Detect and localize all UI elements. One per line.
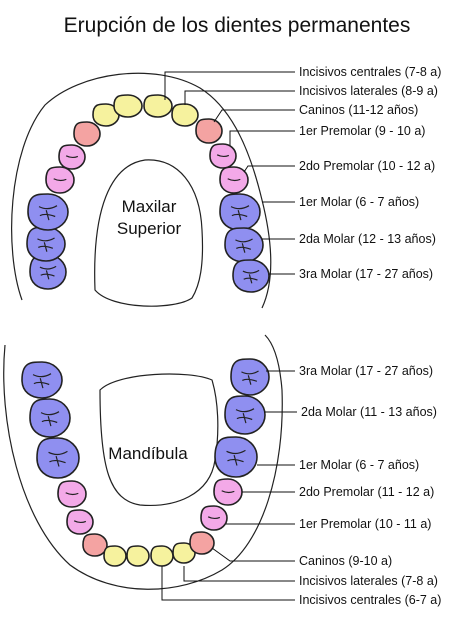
lower-right-second-molar <box>224 395 266 435</box>
lower-label-second-molar: 2da Molar (11 - 13 años) <box>301 405 437 419</box>
lower-label-central-incisors: Incisivos centrales (6-7 a) <box>299 593 441 607</box>
upper-label-second-molar: 2da Molar (12 - 13 años) <box>299 232 436 246</box>
upper-right-lateral-incisor <box>171 103 199 127</box>
leader-upper-central-incisors <box>164 71 295 100</box>
upper-label-first-molar: 1er Molar (6 - 7 años) <box>299 195 419 209</box>
upper-right-canine <box>195 118 223 144</box>
lower-left-second-premolar <box>57 480 87 508</box>
page-title: Erupción de los dientes permanentes <box>63 14 411 37</box>
lower-label-second-premolar: 2do Premolar (11 - 12 a) <box>299 485 434 499</box>
leader-lines <box>161 71 297 601</box>
upper-gum-outline <box>11 72 272 309</box>
upper-label-first-premolar: 1er Premolar (9 - 10 a) <box>299 124 425 138</box>
upper-right-third-molar <box>232 259 270 293</box>
lower-right-third-molar <box>230 358 270 396</box>
upper-label-third-molar: 3ra Molar (17 - 27 años) <box>299 267 433 281</box>
upper-left-second-premolar <box>45 166 75 194</box>
upper-left-first-premolar <box>58 144 86 170</box>
upper-label-central-incisors: Incisivos centrales (7-8 a) <box>299 65 441 79</box>
upper-left-second-molar <box>26 226 66 262</box>
upper-left-canine <box>73 121 101 147</box>
upper-right-central-incisor <box>143 94 173 118</box>
lower-left-central-incisor <box>126 545 150 567</box>
lower-left-canine <box>82 533 108 557</box>
upper-palate-outline <box>94 159 204 307</box>
leader-upper-canines <box>213 109 295 123</box>
upper-left-first-molar <box>27 193 69 231</box>
upper-teeth <box>26 94 270 293</box>
lower-right-canine <box>189 531 215 555</box>
lower-teeth <box>21 358 270 567</box>
upper-left-central-incisor <box>113 94 143 118</box>
lower-label-first-premolar: 1er Premolar (10 - 11 a) <box>299 517 431 531</box>
leader-upper-first-premolar <box>229 130 295 146</box>
leader-lower-canines <box>211 547 295 562</box>
lower-label-lateral-incisors: Incisivos laterales (7-8 a) <box>299 574 438 588</box>
lower-jaw-name: Mandíbula <box>108 444 188 463</box>
lower-floor-outline <box>99 373 219 507</box>
leader-upper-lateral-incisors <box>184 90 295 105</box>
lower-left-first-molar <box>36 437 80 479</box>
upper-right-first-premolar <box>209 143 237 169</box>
lower-right-second-premolar <box>213 478 243 506</box>
leader-lower-central-incisors <box>161 566 295 601</box>
upper-right-second-premolar <box>219 166 249 194</box>
upper-jaw-name-line2: Superior <box>117 219 182 238</box>
upper-right-second-molar <box>224 227 264 263</box>
lower-left-lateral-incisor <box>103 545 127 567</box>
lower-left-first-premolar <box>66 509 94 535</box>
lower-right-first-molar <box>214 436 258 478</box>
leader-upper-second-premolar <box>243 165 295 173</box>
lower-label-canines: Caninos (9-10 a) <box>299 554 392 568</box>
upper-right-first-molar <box>219 193 261 231</box>
leader-lower-lateral-incisors <box>183 566 295 582</box>
lower-label-third-molar: 3ra Molar (17 - 27 años) <box>299 364 433 378</box>
lower-left-second-molar <box>29 398 71 438</box>
lower-right-first-premolar <box>200 505 228 531</box>
upper-label-lateral-incisors: Incisivos laterales (8-9 a) <box>299 84 438 98</box>
lower-left-third-molar <box>21 361 63 399</box>
lower-label-first-molar: 1er Molar (6 - 7 años) <box>299 458 419 472</box>
upper-jaw-name-line1: Maxilar <box>122 197 177 216</box>
lower-right-central-incisor <box>150 545 174 567</box>
upper-label-canines: Caninos (11-12 años) <box>299 103 418 117</box>
upper-label-second-premolar: 2do Premolar (10 - 12 a) <box>299 159 435 173</box>
